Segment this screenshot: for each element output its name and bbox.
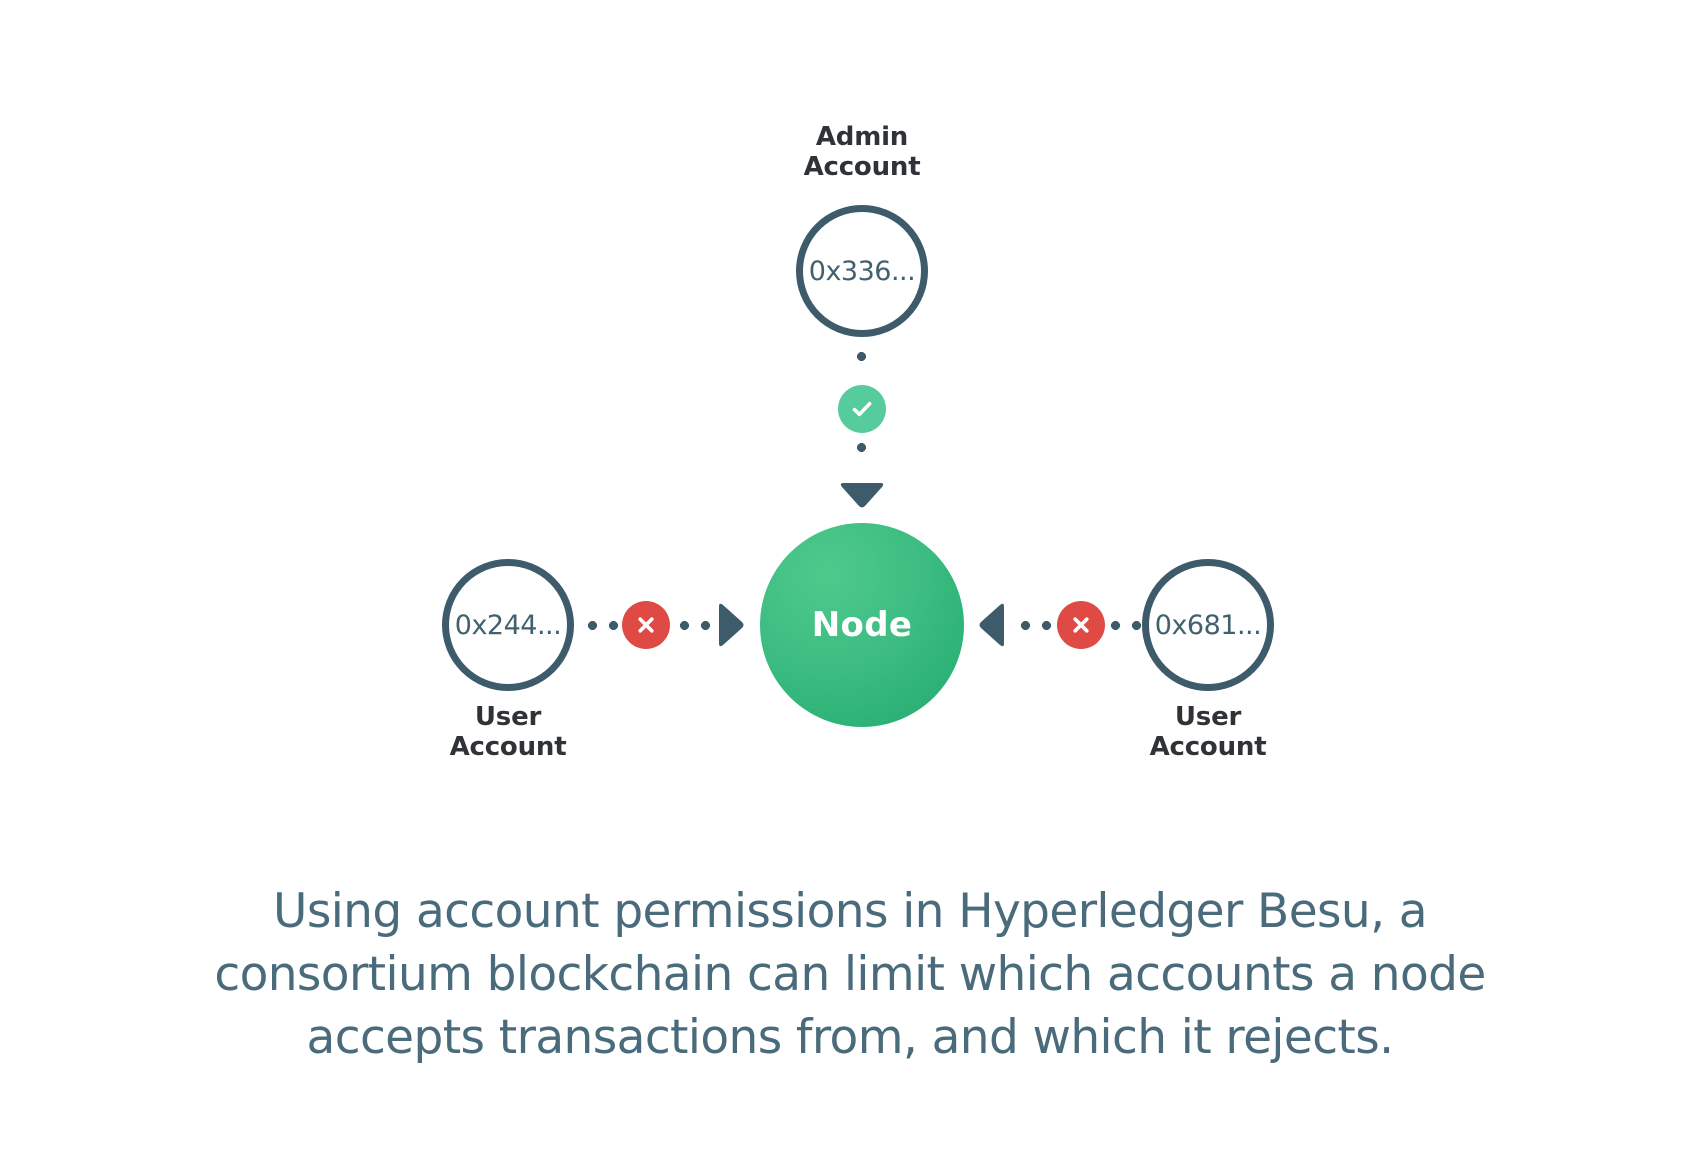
figure-caption: Using account permissions in Hyperledger… bbox=[0, 880, 1700, 1069]
left-deny-badge[interactable] bbox=[622, 601, 670, 649]
admin-account-circle[interactable]: 0x336... bbox=[796, 205, 928, 337]
left-connector-dots-outer bbox=[674, 621, 716, 630]
left-connector-dots-inner bbox=[582, 621, 626, 630]
right-connector-dots-outer bbox=[1105, 621, 1149, 630]
caption-line-3: accepts transactions from, and which it … bbox=[306, 1010, 1395, 1065]
right-user-to-node-arrowhead bbox=[978, 601, 1008, 649]
left-user-to-node-arrowhead bbox=[715, 601, 745, 649]
x-icon bbox=[1073, 617, 1089, 633]
right-user-account-caption: User Account bbox=[1048, 702, 1368, 762]
check-icon bbox=[852, 401, 872, 417]
right-connector-dots-inner bbox=[1015, 621, 1057, 630]
left-user-account-address: 0x244... bbox=[454, 609, 562, 641]
node-circle[interactable]: Node bbox=[760, 523, 964, 727]
node-label: Node bbox=[811, 605, 913, 645]
left-user-account-caption: User Account bbox=[348, 702, 668, 762]
right-user-caption-line-1: User bbox=[1174, 702, 1242, 732]
left-user-caption-line-2: Account bbox=[449, 732, 567, 763]
admin-to-node-arrowhead bbox=[838, 479, 886, 509]
permissions-diagram: Admin Account 0x336... Node 0x244 bbox=[348, 122, 1368, 762]
caption-line-1: Using account permissions in Hyperledger… bbox=[273, 884, 1428, 939]
admin-connector-dots-upper bbox=[857, 346, 866, 382]
right-user-account-circle[interactable]: 0x681... bbox=[1142, 559, 1274, 691]
admin-caption-line-2: Account bbox=[803, 152, 921, 183]
admin-connector-dots-lower bbox=[857, 437, 866, 477]
right-user-caption-line-2: Account bbox=[1149, 732, 1267, 763]
admin-allow-badge[interactable] bbox=[838, 385, 886, 433]
admin-account-caption: Admin Account bbox=[702, 122, 1022, 182]
caption-line-2: consortium blockchain can limit which ac… bbox=[214, 947, 1486, 1002]
right-user-account-address: 0x681... bbox=[1154, 609, 1262, 641]
x-icon bbox=[638, 617, 654, 633]
admin-caption-line-1: Admin bbox=[815, 122, 909, 152]
admin-account-address: 0x336... bbox=[808, 255, 916, 287]
left-user-account-circle[interactable]: 0x244... bbox=[442, 559, 574, 691]
left-user-caption-line-1: User bbox=[474, 702, 542, 732]
right-deny-badge[interactable] bbox=[1057, 601, 1105, 649]
